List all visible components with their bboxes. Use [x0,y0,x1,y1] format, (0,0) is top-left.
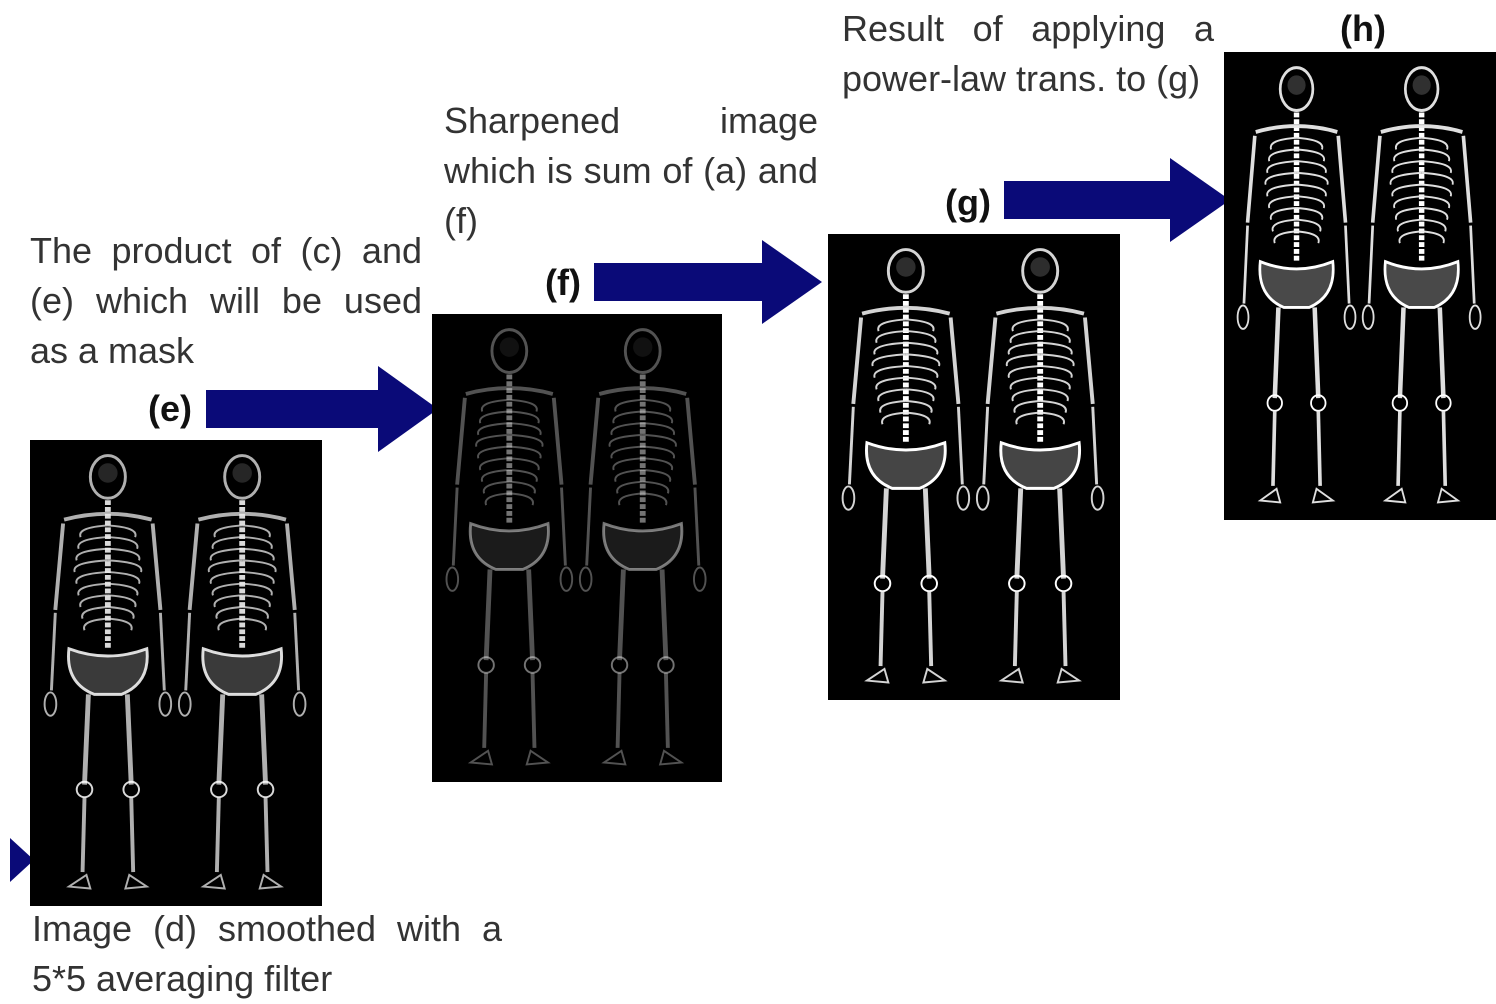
skeleton-image-e [30,440,322,906]
caption-e-product: The product of (c) and (e) which will be… [30,226,422,376]
caption-d-smoothed: Image (d) smoothed with a 5*5 averaging … [32,904,502,1004]
skeleton-figure [843,250,970,683]
label-g: (g) [945,182,991,224]
caption-f-sharpened: Sharpened image which is sum of (a) and … [444,96,818,246]
skeleton-image-h [1224,52,1496,520]
label-f: (f) [545,262,581,304]
skeleton-figure [1238,68,1356,503]
skeleton-image-g [828,234,1120,700]
caption-g-powerlaw: Result of applying a power-law trans. to… [842,4,1214,104]
arrow-f-to-g [594,240,822,324]
label-e: (e) [148,388,192,430]
skeleton-figure [179,456,306,889]
skeleton-figure [977,250,1104,683]
skeleton-figure [45,456,172,889]
skeleton-image-f [432,314,722,782]
skeleton-figure [447,330,573,765]
skeleton-figure [580,330,706,765]
label-h: (h) [1340,8,1386,50]
skeleton-figure [1363,68,1481,503]
arrow-g-to-h [1004,158,1230,242]
